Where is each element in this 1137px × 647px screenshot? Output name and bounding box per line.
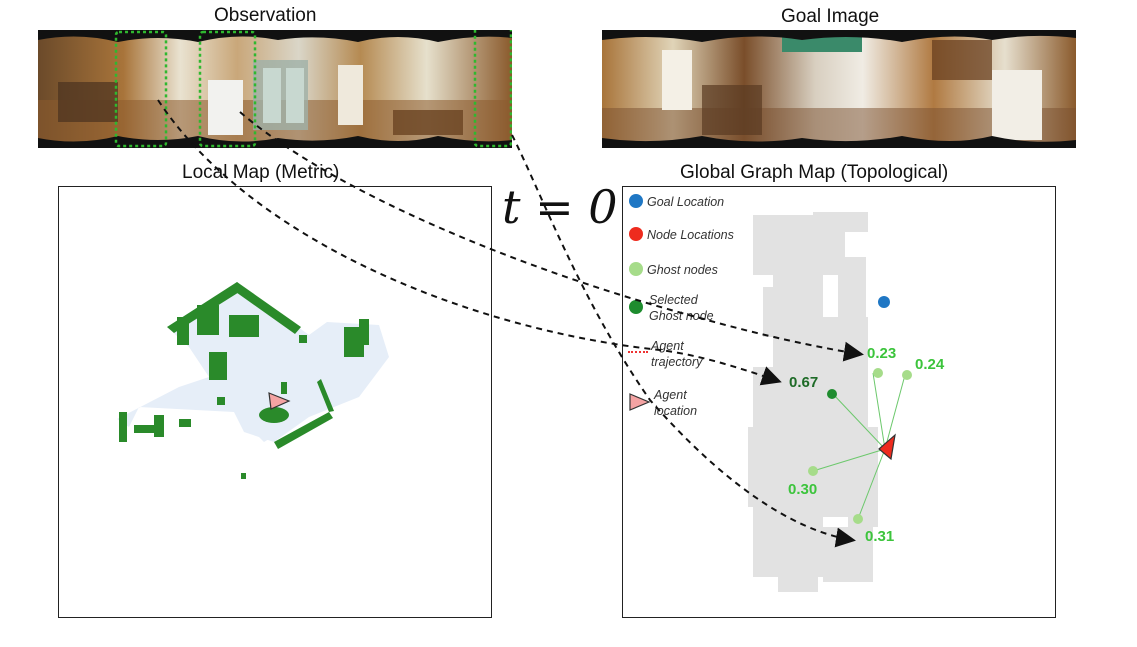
- ghost-node-score: 0.30: [788, 481, 818, 498]
- legend-ghost-nodes: Ghost nodes: [647, 263, 718, 277]
- legend-goal-location: Goal Location: [647, 195, 725, 209]
- selected-ghost-node-icon: [827, 389, 837, 399]
- local-map-panel: [58, 186, 492, 618]
- time-step-label: t = 0: [502, 180, 618, 234]
- goal-image-title: Goal Image: [781, 6, 880, 27]
- ghost-node-icon: [873, 368, 883, 378]
- explored-floor-map: [748, 212, 878, 592]
- ghost-node-legend-icon: [629, 262, 643, 276]
- legend-selected-ghost-node: Selected Ghost node: [649, 293, 714, 323]
- ghost-node-icon: [853, 514, 863, 524]
- local-map-title: Local Map (Metric): [182, 162, 340, 183]
- ghost-node-icon: [808, 466, 818, 476]
- dotted-line-icon: [628, 351, 648, 353]
- ghost-node-score: 0.24: [915, 356, 945, 373]
- agent-location-icon: [878, 433, 896, 461]
- ghost-node-icon: [902, 370, 912, 380]
- global-map-title: Global Graph Map (Topological): [680, 162, 949, 183]
- observation-title: Observation: [214, 5, 317, 26]
- node-location-legend-icon: [629, 227, 643, 241]
- selected-ghost-node-score: 0.67: [789, 374, 819, 391]
- goal-location-legend-icon: [629, 194, 643, 208]
- legend-node-locations: Node Locations: [647, 228, 734, 242]
- agent-location-icon: [268, 392, 291, 410]
- legend-agent-trajectory: Agent trajectory: [651, 339, 703, 369]
- ghost-node-score: 0.23: [867, 345, 897, 362]
- legend-agent-location: Agent location: [654, 388, 698, 418]
- selected-ghost-node-legend-icon: [629, 300, 643, 314]
- goal-location-icon: [878, 296, 890, 308]
- goal-image-panorama: [602, 30, 1076, 148]
- ghost-node-score: 0.31: [865, 528, 895, 545]
- triangle-icon: [629, 393, 651, 411]
- observation-panorama: [38, 30, 512, 148]
